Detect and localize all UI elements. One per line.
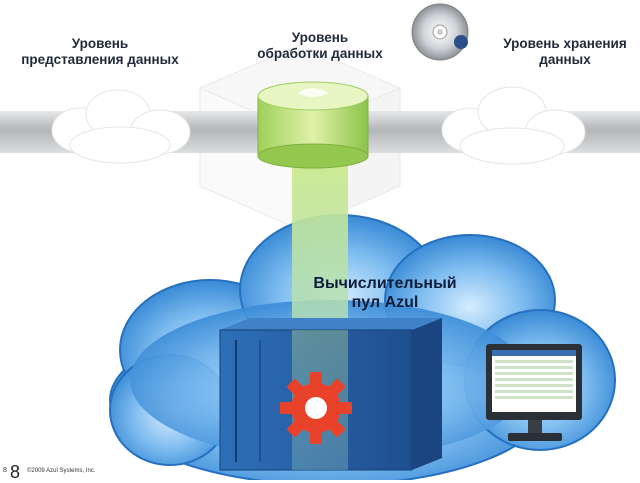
- cloud-left: [51, 89, 191, 164]
- presentation-label-line2: представления данных: [21, 52, 179, 67]
- footer-page-number-small: 8: [3, 467, 7, 474]
- footer-page-number-large: 8: [10, 462, 21, 482]
- compute-pool-label: Вычислительный пул Azul: [290, 274, 480, 312]
- disc-icon: [411, 3, 469, 61]
- gear-icon: [280, 372, 352, 444]
- storage-layer-label: Уровень хранения данных: [490, 36, 640, 68]
- cloud-right: [441, 86, 586, 165]
- pool-label-line1: Вычислительный: [313, 275, 457, 292]
- processing-label-line1: Уровень: [291, 30, 349, 45]
- storage-label-line2: данных: [539, 52, 591, 67]
- footer-copyright: ©2009 Azul Systems, Inc.: [27, 468, 96, 474]
- storage-label-line1: Уровень хранения: [503, 36, 627, 51]
- monitor-icon: [486, 344, 582, 441]
- processing-layer-label: Уровень обработки данных: [245, 30, 395, 62]
- presentation-label-line1: Уровень: [71, 36, 129, 51]
- pool-label-line2: пул Azul: [351, 294, 419, 311]
- presentation-layer-label: Уровень представления данных: [10, 36, 190, 68]
- processing-label-line2: обработки данных: [257, 46, 383, 61]
- processing-cylinder: [257, 81, 369, 169]
